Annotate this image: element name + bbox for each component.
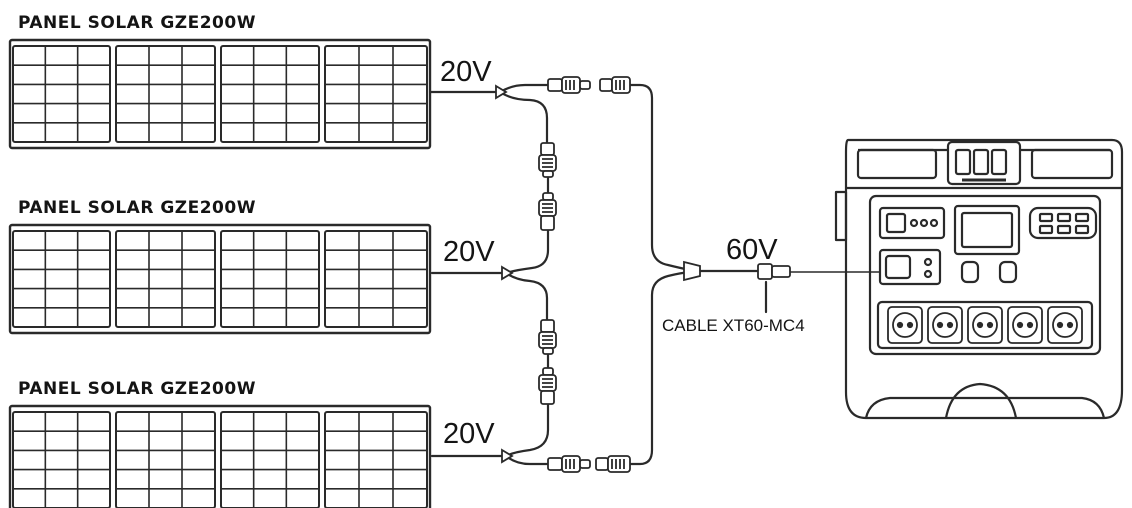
panel-3-section-1 — [12, 411, 111, 508]
ac-outlet-1 — [887, 306, 923, 344]
panel-1-section-4 — [324, 45, 428, 143]
panel-3-section-2 — [115, 411, 216, 508]
output-voltage: 60V — [726, 234, 778, 266]
extension-negative — [628, 270, 692, 466]
ac-outlet-4 — [1007, 306, 1043, 344]
solar-panels — [8, 38, 432, 508]
panel-1-section-1 — [12, 45, 111, 143]
portable-power-station — [834, 138, 1124, 420]
panel-1-section-3 — [220, 45, 320, 143]
panel-1-title: PANEL SOLAR GZE200W — [18, 13, 256, 33]
panel-1-section-2 — [115, 45, 216, 143]
panel-3-voltage: 20V — [443, 418, 495, 450]
solar-panel-3 — [8, 404, 432, 508]
panel-3-title: PANEL SOLAR GZE200W — [18, 379, 256, 399]
panel-1-y-branch-top — [498, 83, 550, 94]
panel-1-voltage: 20V — [440, 56, 492, 88]
panel-2-section-2 — [115, 230, 216, 328]
panel-1-y-branch-down — [498, 90, 549, 145]
solar-panel-1 — [8, 38, 432, 150]
ac-outlet-3 — [967, 306, 1003, 344]
series-wiring — [428, 83, 881, 466]
ac-outlet-2 — [927, 306, 963, 344]
mc4-connectors — [495, 76, 791, 473]
panel-3-y-branch-down — [504, 454, 550, 466]
panel-2-title: PANEL SOLAR GZE200W — [18, 198, 256, 218]
panel-3-section-3 — [220, 411, 320, 508]
panel-2-section-1 — [12, 230, 111, 328]
cable-label: CABLE XT60-MC4 — [662, 316, 805, 335]
panel-2-section-4 — [324, 230, 428, 328]
extension-positive — [628, 83, 692, 272]
panel-2-section-3 — [220, 230, 320, 328]
panel-3-y-branch-up — [504, 402, 550, 458]
ac-outlet-5 — [1047, 306, 1083, 344]
panel-2-voltage: 20V — [443, 236, 495, 268]
panel-2-y-branch-up — [504, 228, 550, 275]
panel-3-section-4 — [324, 411, 428, 508]
solar-panel-2 — [8, 223, 432, 335]
panel-2-y-branch-down — [504, 271, 549, 322]
